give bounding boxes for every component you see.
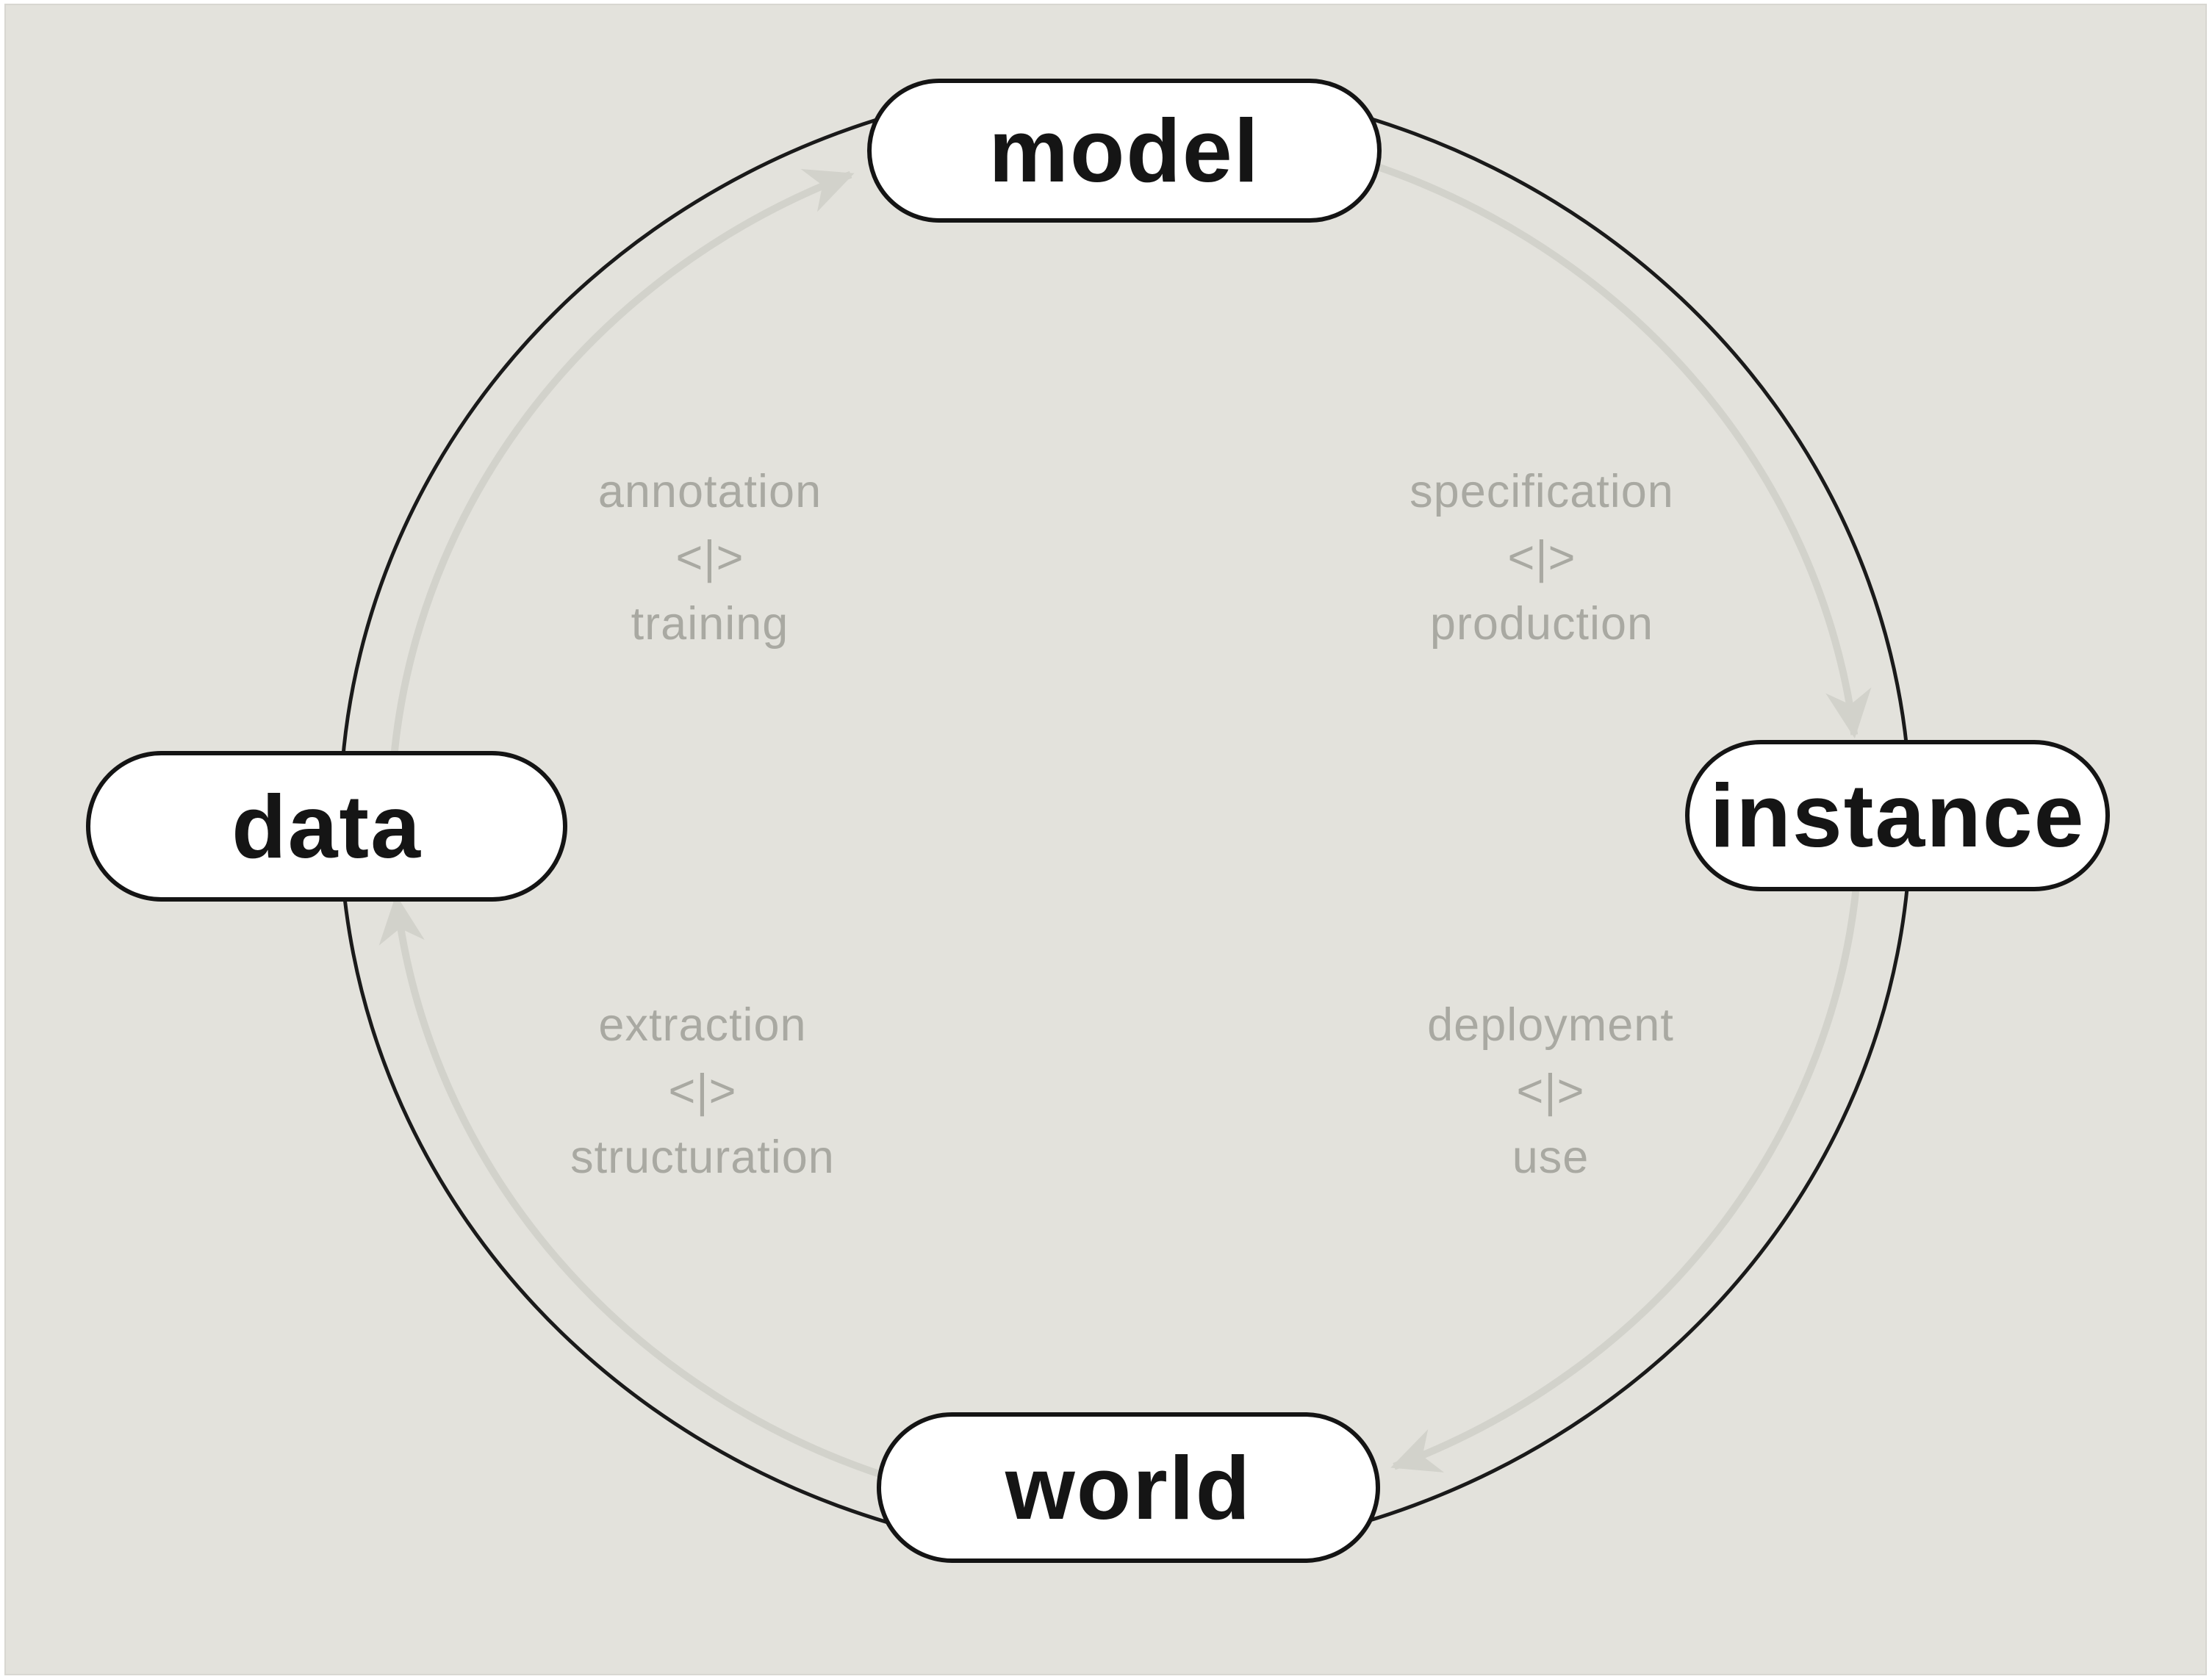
transition-label-data-to-model: annotation <|> training: [598, 459, 822, 657]
node-model-label: model: [988, 101, 1260, 201]
node-model: model: [867, 79, 1382, 223]
bidirectional-separator: <|>: [675, 532, 744, 583]
transition-word: extraction: [598, 999, 807, 1051]
flow-arc-data-to-model: [388, 169, 855, 783]
node-instance: instance: [1685, 740, 2110, 891]
node-world-label: world: [1005, 1437, 1252, 1538]
transition-word: use: [1512, 1132, 1590, 1183]
transition-word: training: [631, 598, 789, 650]
node-instance-label: instance: [1709, 766, 2086, 866]
transition-word: structuration: [570, 1132, 835, 1183]
transition-label-model-to-instance: specification <|> production: [1410, 459, 1674, 657]
flow-arc-world-to-data: [378, 894, 900, 1484]
transition-label-instance-to-world: deployment <|> use: [1427, 992, 1674, 1190]
diagram-canvas: annotation <|> training specification <|…: [4, 4, 2207, 1675]
transition-word: specification: [1410, 466, 1674, 517]
node-data-label: data: [231, 776, 422, 877]
transition-label-world-to-data: extraction <|> structuration: [570, 992, 835, 1190]
transition-word: deployment: [1427, 999, 1674, 1051]
flow-arc-model-to-instance: [1339, 151, 1872, 739]
node-world: world: [877, 1412, 1380, 1563]
bidirectional-separator: <|>: [1507, 532, 1576, 583]
transition-word: production: [1429, 598, 1654, 650]
transition-word: annotation: [597, 466, 822, 517]
node-data: data: [86, 751, 567, 902]
flow-arc-instance-to-world: [1390, 867, 1862, 1473]
bidirectional-separator: <|>: [1516, 1065, 1585, 1117]
bidirectional-separator: <|>: [668, 1065, 737, 1117]
outer-cycle-ring: [338, 79, 1913, 1559]
